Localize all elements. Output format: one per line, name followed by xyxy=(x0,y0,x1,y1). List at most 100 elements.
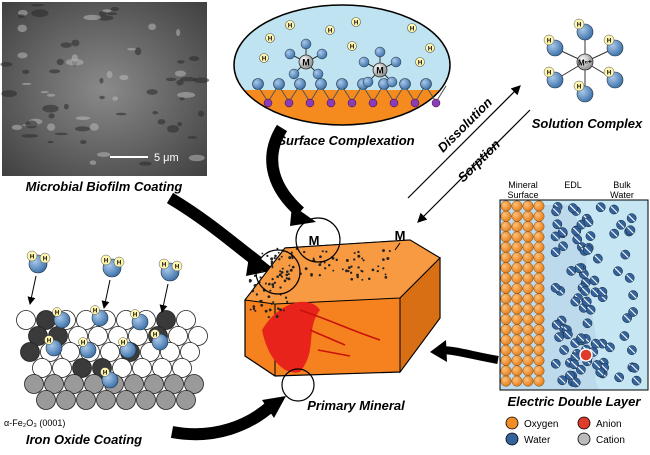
solution-complex-caption: Solution Complex xyxy=(532,116,643,131)
oxygen-atom xyxy=(511,334,523,346)
oxygen-atom xyxy=(533,210,545,222)
legend-swatch-cation xyxy=(577,432,591,446)
oxygen-atom xyxy=(522,241,534,253)
edl-bulk-label-1: Bulk xyxy=(613,180,631,190)
hydrogen-label: H xyxy=(268,37,272,43)
oxygen-atom xyxy=(522,231,534,243)
oxygen-atom xyxy=(522,303,534,315)
lattice-atom xyxy=(132,358,152,378)
oxygen-atom xyxy=(522,200,534,212)
lattice-atom xyxy=(56,390,76,410)
lattice-atom xyxy=(144,374,164,394)
lattice-atom xyxy=(176,310,196,330)
oxygen-atom xyxy=(500,334,512,346)
legend-label-cation: Cation xyxy=(596,435,625,446)
surface-oxygen xyxy=(399,78,411,90)
legend-swatch-oxygen xyxy=(505,416,519,430)
edl-panel: Mineral Surface EDL Bulk Water xyxy=(499,180,649,391)
oxygen-atom xyxy=(500,324,512,336)
surface-metal xyxy=(305,98,315,108)
hydrogen-atom xyxy=(52,307,62,317)
oxygen-atom xyxy=(511,210,523,222)
primary-mineral-caption: Primary Mineral xyxy=(307,398,405,413)
hydrogen-label: H xyxy=(121,341,125,347)
surface-oxygen xyxy=(336,78,348,90)
oxygen-atom xyxy=(500,375,512,387)
lattice-atom xyxy=(24,374,44,394)
oxygen-atom xyxy=(522,272,534,284)
oxygen-atom xyxy=(533,272,545,284)
hydrogen-atom xyxy=(543,66,555,78)
hydrogen-label: H xyxy=(81,341,85,347)
surface-metal xyxy=(263,98,273,108)
hydrogen-atom xyxy=(351,17,361,27)
lattice-atom xyxy=(124,374,144,394)
hydrogen-atom xyxy=(603,34,615,46)
oxygen-atom xyxy=(533,200,545,212)
hydrogen-atom xyxy=(265,33,275,43)
water-ligand xyxy=(288,68,300,80)
legend-label-anion: Anion xyxy=(596,419,622,430)
hydrogen-atom xyxy=(285,20,295,30)
biofilm-sem-image: 5 μm xyxy=(0,2,210,176)
oxygen-atom xyxy=(500,262,512,274)
water-ligand xyxy=(374,46,386,58)
oxygen-atom xyxy=(500,303,512,315)
surface-metal xyxy=(347,98,357,108)
hydrogen-label: H xyxy=(47,339,51,345)
oxygen-atom xyxy=(533,344,545,356)
water-ligand xyxy=(316,48,328,60)
edl-legend: Oxygen Anion Water Cation xyxy=(505,416,625,446)
metal-atom-label: M xyxy=(302,58,310,68)
surface-oxygen xyxy=(294,78,306,90)
hydrogen-atom xyxy=(113,256,125,268)
water-ligand xyxy=(362,76,374,88)
edl-bulk-label-2: Water xyxy=(610,190,634,200)
surface-metal xyxy=(389,98,399,108)
hydrogen-atom xyxy=(407,23,417,33)
surface-oxygen xyxy=(273,78,285,90)
lattice-atom xyxy=(136,390,156,410)
surface-complexation-caption: Surface Complexation xyxy=(277,133,414,148)
oxygen-atom xyxy=(533,241,545,253)
oxygen-atom xyxy=(511,293,523,305)
oxygen-atom xyxy=(511,272,523,284)
water-ligand xyxy=(390,56,402,68)
hydrogen-label: H xyxy=(55,311,59,317)
surface-oxygen xyxy=(420,78,432,90)
sorption-arrow xyxy=(417,109,531,223)
hydrogen-label: H xyxy=(354,21,358,27)
edl-caption: Electric Double Layer xyxy=(508,394,642,409)
surface-oxygen xyxy=(252,78,264,90)
hydrogen-label: H xyxy=(288,24,292,30)
oxygen-atom xyxy=(500,344,512,356)
complexation-arrow xyxy=(266,124,305,217)
hydrogen-label: H xyxy=(153,333,157,339)
lattice-atom xyxy=(184,374,204,394)
oxygen-atom xyxy=(533,375,545,387)
surface-oxygen xyxy=(315,78,327,90)
oxygen-atom xyxy=(522,334,534,346)
scale-bar-label: 5 μm xyxy=(154,152,179,164)
oxygen-atom xyxy=(533,282,545,294)
legend-label-water: Water xyxy=(524,435,551,446)
oxygen-atom xyxy=(511,303,523,315)
oxygen-atom xyxy=(522,324,534,336)
oxygen-atom xyxy=(522,252,534,263)
lattice-atom xyxy=(76,390,96,410)
metal-atom-label: M xyxy=(376,66,384,76)
hydrogen-label: H xyxy=(103,371,107,377)
oxygen-atom xyxy=(522,375,534,387)
lattice-atom xyxy=(112,358,132,378)
lattice-atom xyxy=(188,326,208,346)
edl-mineral-label-2: Surface xyxy=(507,190,538,200)
oxygen-atom xyxy=(522,313,534,325)
hydrogen-label: H xyxy=(30,255,34,261)
oxygen-atom xyxy=(511,344,523,356)
surface-metal xyxy=(284,98,294,108)
lattice-atom xyxy=(44,374,64,394)
oxygen-atom xyxy=(500,365,512,377)
oxygen-atom xyxy=(533,313,545,325)
lattice-atom xyxy=(72,358,92,378)
hydrogen-label: H xyxy=(328,29,332,35)
